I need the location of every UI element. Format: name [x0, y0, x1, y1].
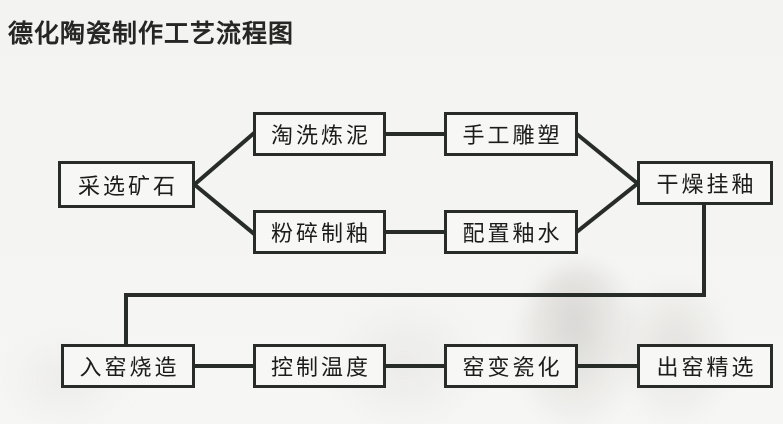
edge-n1-n4: [192, 182, 256, 236]
node-gan-zao-gua-you[interactable]: 干燥挂釉: [637, 161, 773, 205]
node-fen-sui-zhi-you[interactable]: 粉碎制釉: [253, 210, 386, 254]
edge-n1-n2: [192, 131, 256, 187]
node-ru-yao-shao-zao[interactable]: 入窑烧造: [61, 344, 195, 388]
node-yao-bian-ci-hua[interactable]: 窑变瓷化: [444, 344, 578, 388]
node-kong-zhi-wen-du[interactable]: 控制温度: [253, 344, 386, 388]
edge-n3-n6: [575, 132, 640, 186]
page-title: 德化陶瓷制作工艺流程图: [8, 19, 295, 48]
node-chu-yao-jing-xuan[interactable]: 出窑精选: [637, 344, 773, 388]
edge-n6-n7: [124, 203, 706, 346]
node-pei-zhi-you-shui[interactable]: 配置釉水: [444, 210, 578, 254]
node-tao-xi-lian-ni[interactable]: 淘洗炼泥: [253, 112, 386, 156]
node-cai-xuan-kuang-shi[interactable]: 采选矿石: [58, 161, 195, 208]
node-shou-gong-diao-su[interactable]: 手工雕塑: [444, 112, 578, 156]
edge-n5-n6: [575, 181, 640, 234]
